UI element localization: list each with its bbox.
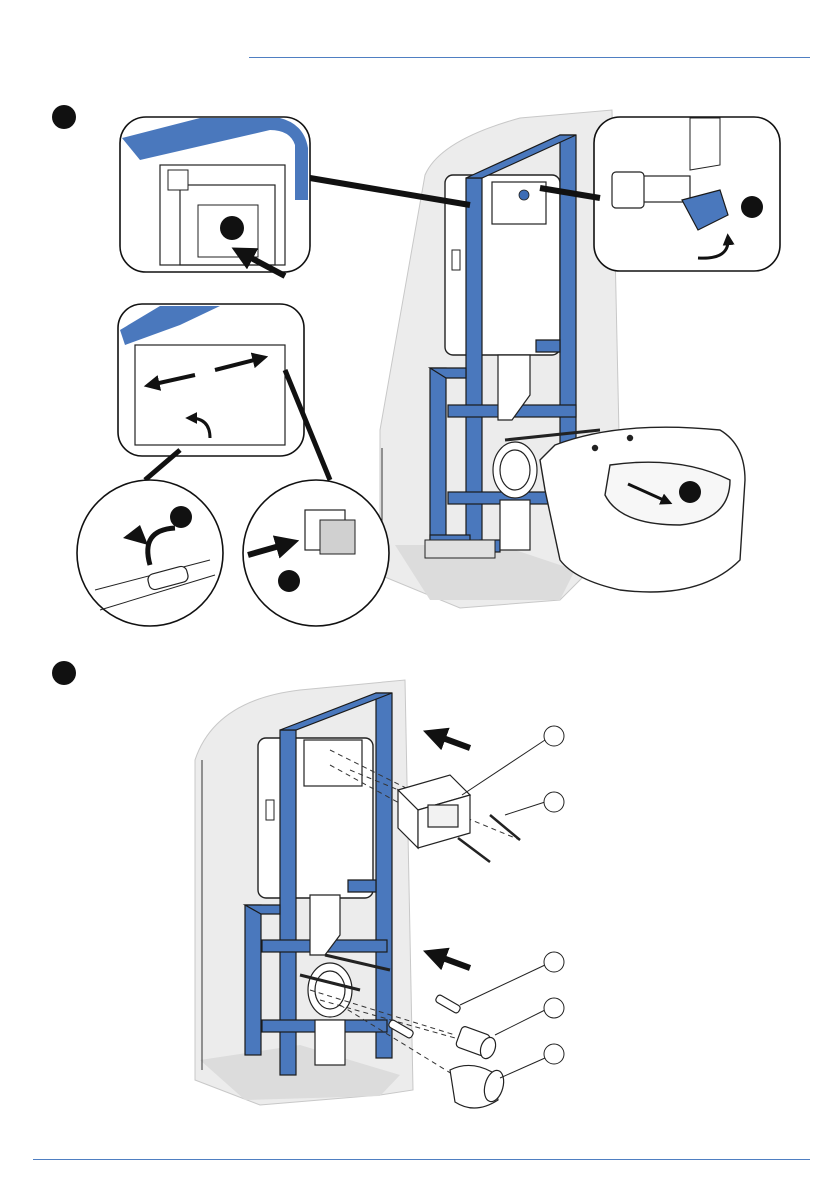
detail-actuator-plate	[120, 117, 310, 276]
step-bullet-1	[52, 105, 76, 129]
part-short-cap	[455, 1026, 498, 1061]
part-large-cap	[450, 1065, 507, 1108]
detail-water-valve	[594, 117, 780, 271]
screw-1	[490, 815, 520, 840]
part-number-circle-5	[544, 1044, 564, 1064]
actuator-opening	[492, 182, 546, 224]
detail-cover-clip	[118, 304, 304, 456]
leader-box	[462, 740, 545, 795]
leader-dowel	[460, 965, 545, 1005]
part-number-circle-3	[544, 952, 564, 972]
valve-icon-small	[519, 190, 529, 200]
footer-rule	[33, 1159, 810, 1160]
part-number-circle-4	[544, 998, 564, 1018]
part-number-circle-1	[544, 726, 564, 746]
step-bullet-pan	[679, 481, 701, 503]
screw-2	[458, 838, 490, 862]
detail-clip-push	[243, 480, 389, 626]
leader-large-cap	[500, 1058, 545, 1078]
drain-pipe-1	[493, 355, 537, 550]
detail-lever-rotate	[77, 480, 223, 626]
insert-arrow-bottom	[432, 954, 470, 968]
leader-screw	[505, 802, 545, 815]
wc-pan	[540, 427, 745, 592]
actuator-opening-2	[304, 740, 362, 786]
step-bullet-2	[52, 661, 76, 685]
part-number-circle-2	[544, 792, 564, 812]
part-frame-protector	[398, 775, 470, 848]
floor-plate-1	[425, 540, 495, 558]
insert-arrow-top	[432, 734, 470, 748]
leader-short-cap	[495, 1010, 545, 1035]
